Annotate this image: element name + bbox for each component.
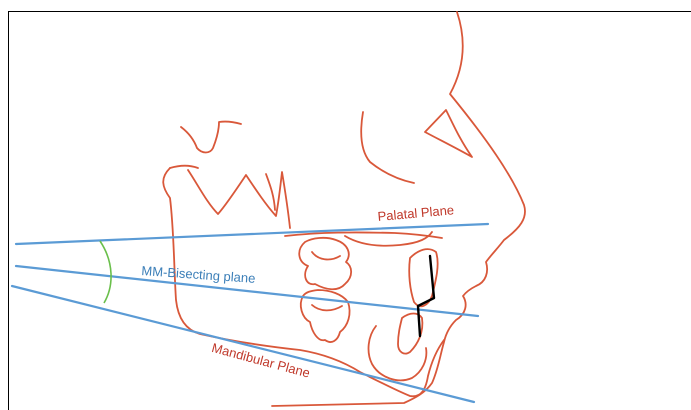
upper-molar-outline [299,238,351,289]
lower-molar-root-outline [312,305,342,310]
sella-outline [181,122,241,153]
cranial-base-outline [188,170,290,228]
ramus-posterior-outline [170,166,198,168]
nasal-bone-outline [425,110,472,157]
symphysis-outline [369,326,427,380]
maxilla-palate-outline [285,232,442,238]
mandibular-plane-line [12,286,474,402]
orbit-outline [361,112,414,183]
angle-arc [100,241,111,303]
upper-molar-root-outline [312,252,340,259]
